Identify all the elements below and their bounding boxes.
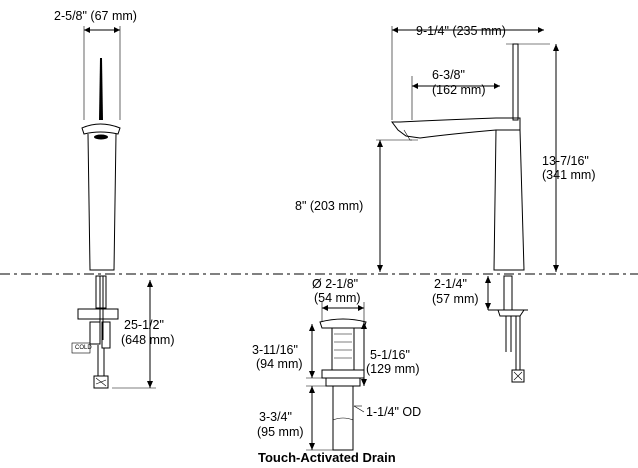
dim-total-height-mm: (341 mm) bbox=[542, 168, 596, 182]
valve-tag: COLD bbox=[75, 345, 92, 351]
dim-spout-height: 8" (203 mm) bbox=[295, 199, 364, 213]
dim-drain-body-mm: (94 mm) bbox=[256, 357, 303, 371]
dim-drain-diameter-mm: (54 mm) bbox=[314, 291, 361, 305]
dim-drain-body-in: 3-11/16" bbox=[252, 343, 298, 357]
drain-caption: Touch-Activated Drain bbox=[258, 450, 396, 465]
dim-tailpiece-mm: (95 mm) bbox=[257, 425, 304, 439]
dim-total-depth: 9-1/4" (235 mm) bbox=[416, 24, 506, 38]
dim-total-height-in: 13-7/16" bbox=[542, 154, 589, 168]
dim-drain-total-in: 5-1/16" bbox=[370, 348, 410, 362]
dim-drain-total-mm: (129 mm) bbox=[366, 362, 420, 376]
dim-spout-reach-mm: (162 mm) bbox=[432, 83, 486, 97]
front-view-faucet bbox=[71, 26, 156, 389]
dim-supply-length-in: 25-1/2" bbox=[124, 318, 164, 332]
touch-activated-drain bbox=[306, 302, 367, 451]
side-view-faucet bbox=[376, 26, 559, 383]
dim-spout-reach-in: 6-3/8" bbox=[432, 68, 465, 82]
dim-drain-diameter-in: Ø 2-1/8" bbox=[312, 277, 359, 291]
dim-shank-mm: (57 mm) bbox=[432, 292, 479, 306]
dim-tailpiece-od: 1-1/4" OD bbox=[366, 405, 422, 419]
dim-supply-length-mm: (648 mm) bbox=[121, 333, 175, 347]
dim-spout-width: 2-5/8" (67 mm) bbox=[54, 9, 137, 23]
dim-shank-in: 2-1/4" bbox=[434, 277, 467, 291]
dim-tailpiece-in: 3-3/4" bbox=[259, 410, 292, 424]
